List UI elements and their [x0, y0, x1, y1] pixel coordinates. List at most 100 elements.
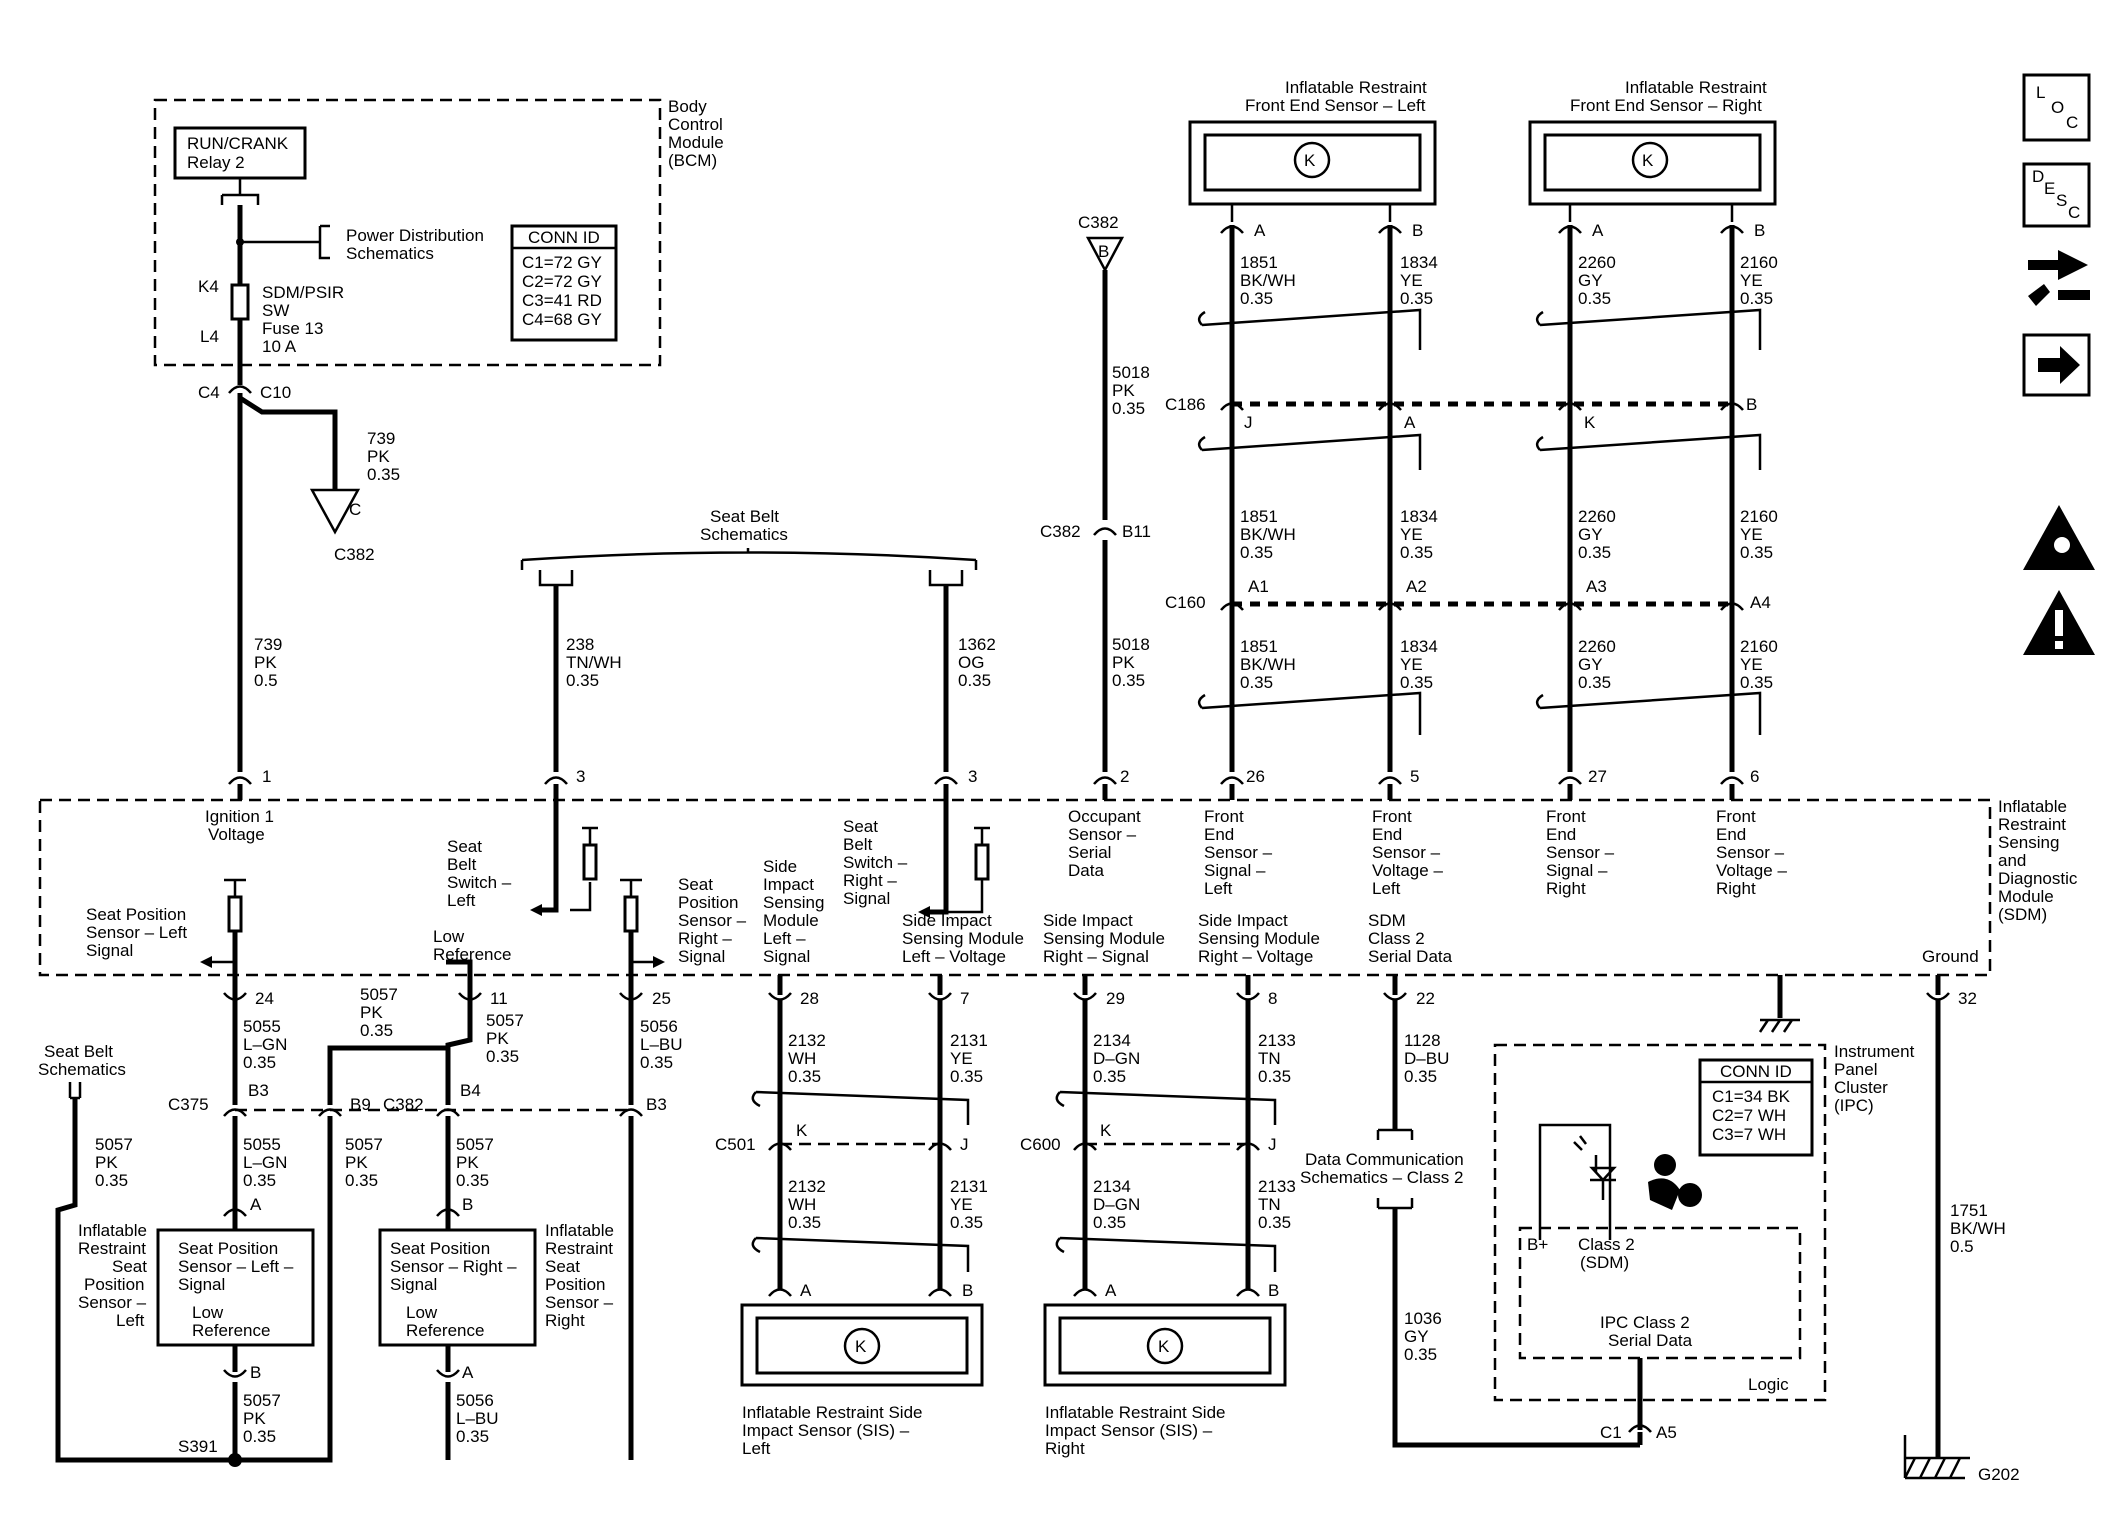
- svg-text:Power Distribution: Power Distribution: [346, 226, 484, 245]
- svg-text:L–GN: L–GN: [243, 1035, 287, 1054]
- svg-text:Left: Left: [742, 1439, 771, 1458]
- twisted-pair-marks: [1197, 308, 1762, 735]
- svg-text:Sensing: Sensing: [763, 893, 824, 912]
- svg-text:25: 25: [652, 989, 671, 1008]
- svg-text:2131: 2131: [950, 1177, 988, 1196]
- svg-text:Sensing Module: Sensing Module: [902, 929, 1024, 948]
- svg-text:Signal –: Signal –: [1546, 861, 1608, 880]
- svg-text:BK/WH: BK/WH: [1240, 655, 1296, 674]
- svg-text:YE: YE: [1740, 525, 1763, 544]
- svg-text:YE: YE: [950, 1049, 973, 1068]
- svg-text:J: J: [1244, 413, 1253, 432]
- svg-text:Right – Signal: Right – Signal: [1043, 947, 1149, 966]
- svg-text:10 A: 10 A: [262, 337, 297, 356]
- svg-text:739: 739: [254, 635, 282, 654]
- desc-icon[interactable]: D E S C: [2022, 162, 2091, 228]
- sdm-label: Inflatable Restraint Sensing and Diagnos…: [1998, 797, 2078, 924]
- svg-text:YE: YE: [1740, 271, 1763, 290]
- svg-text:0.35: 0.35: [950, 1213, 983, 1232]
- svg-text:1128: 1128: [1404, 1031, 1441, 1050]
- svg-text:BK/WH: BK/WH: [1240, 525, 1296, 544]
- svg-text:0.35: 0.35: [456, 1427, 489, 1446]
- svg-text:Switch –: Switch –: [447, 873, 512, 892]
- svg-text:0.35: 0.35: [1240, 289, 1273, 308]
- svg-text:2: 2: [1120, 767, 1129, 786]
- svg-text:Body: Body: [668, 97, 707, 116]
- svg-text:CONN ID: CONN ID: [528, 228, 600, 247]
- svg-text:Left: Left: [1204, 879, 1233, 898]
- svg-text:Right: Right: [1716, 879, 1756, 898]
- svg-text:C382: C382: [334, 545, 375, 564]
- svg-text:0.35: 0.35: [1578, 673, 1611, 692]
- svg-text:2160: 2160: [1740, 253, 1778, 272]
- svg-text:5057: 5057: [95, 1135, 133, 1154]
- svg-text:0.35: 0.35: [360, 1021, 393, 1040]
- svg-text:Belt: Belt: [447, 855, 477, 874]
- svg-text:L–BU: L–BU: [640, 1035, 683, 1054]
- svg-text:1851: 1851: [1240, 507, 1278, 526]
- svg-text:Schematics: Schematics: [346, 244, 434, 263]
- svg-text:Seat: Seat: [447, 837, 482, 856]
- svg-text:K: K: [1100, 1121, 1112, 1140]
- svg-text:Low: Low: [406, 1303, 438, 1322]
- c382-c-connector: [309, 488, 361, 535]
- svg-text:Module: Module: [1998, 887, 2054, 906]
- svg-text:3: 3: [968, 767, 977, 786]
- svg-text:Side Impact: Side Impact: [1198, 911, 1288, 930]
- svg-text:and: and: [1998, 851, 2026, 870]
- svg-text:YE: YE: [1400, 655, 1423, 674]
- svg-text:Position: Position: [678, 893, 738, 912]
- connector-tool-icon[interactable]: [2028, 250, 2090, 306]
- svg-text:WH: WH: [788, 1195, 816, 1214]
- svg-text:27: 27: [1588, 767, 1607, 786]
- svg-text:5057: 5057: [456, 1135, 494, 1154]
- loc-icon[interactable]: L O C: [2022, 73, 2091, 142]
- svg-text:0.35: 0.35: [1240, 543, 1273, 562]
- svg-text:Right – Voltage: Right – Voltage: [1198, 947, 1313, 966]
- svg-text:0.35: 0.35: [788, 1067, 821, 1086]
- svg-text:0.35: 0.35: [640, 1053, 673, 1072]
- svg-text:A: A: [1404, 413, 1416, 432]
- svg-text:Front: Front: [1204, 807, 1244, 826]
- airbag-warning-icon: [1648, 1154, 1702, 1210]
- svg-text:Front End Sensor – Left: Front End Sensor – Left: [1245, 96, 1426, 115]
- svg-text:Signal –: Signal –: [1204, 861, 1266, 880]
- svg-text:1851: 1851: [1240, 253, 1278, 272]
- svg-text:Seat: Seat: [843, 817, 878, 836]
- svg-text:YE: YE: [1740, 655, 1763, 674]
- svg-text:B4: B4: [460, 1081, 481, 1100]
- svg-text:Left: Left: [1372, 879, 1401, 898]
- svg-text:BK/WH: BK/WH: [1240, 271, 1296, 290]
- svg-text:B+: B+: [1527, 1235, 1548, 1254]
- svg-text:A: A: [800, 1281, 812, 1300]
- side-impact-sensor-left: A B K: [740, 1281, 984, 1387]
- svg-text:0.35: 0.35: [1578, 289, 1611, 308]
- svg-text:C3=41 RD: C3=41 RD: [522, 291, 602, 310]
- svg-text:C: C: [2066, 113, 2078, 132]
- svg-text:(BCM): (BCM): [668, 151, 717, 170]
- ipc-label: Instrument Panel Cluster (IPC): [1834, 1042, 1915, 1115]
- svg-text:G202: G202: [1978, 1465, 2020, 1484]
- svg-text:0.35: 0.35: [486, 1047, 519, 1066]
- svg-text:Seat Position: Seat Position: [86, 905, 186, 924]
- next-arrow-icon[interactable]: [2022, 333, 2091, 397]
- svg-text:Voltage –: Voltage –: [1716, 861, 1787, 880]
- svg-text:0.35: 0.35: [566, 671, 599, 690]
- svg-text:2133: 2133: [1258, 1031, 1296, 1050]
- svg-text:Seat: Seat: [678, 875, 713, 894]
- svg-text:26: 26: [1246, 767, 1265, 786]
- svg-text:PK: PK: [360, 1003, 383, 1022]
- svg-text:2132: 2132: [788, 1031, 826, 1050]
- svg-text:1751: 1751: [1950, 1201, 1988, 1220]
- svg-text:Reference: Reference: [433, 945, 511, 964]
- svg-text:0.35: 0.35: [1093, 1213, 1126, 1232]
- svg-text:Impact: Impact: [763, 875, 814, 894]
- svg-text:238: 238: [566, 635, 594, 654]
- svg-text:SW: SW: [262, 301, 289, 320]
- svg-text:0.35: 0.35: [950, 1067, 983, 1086]
- svg-text:1834: 1834: [1400, 253, 1438, 272]
- svg-text:8: 8: [1268, 989, 1277, 1008]
- svg-text:Inflatable: Inflatable: [78, 1221, 147, 1240]
- svg-text:C10: C10: [260, 383, 291, 402]
- svg-text:D–GN: D–GN: [1093, 1195, 1140, 1214]
